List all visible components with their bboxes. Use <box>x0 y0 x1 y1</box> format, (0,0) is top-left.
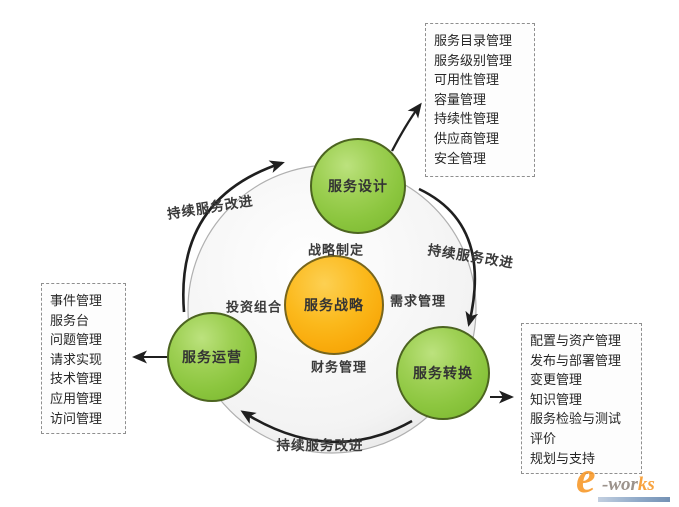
process-item: 配置与资产管理 <box>530 333 622 348</box>
design-processes-box: 服务目录管理 服务级别管理 可用性管理 容量管理 持续性管理 供应商管理 安全管… <box>425 23 535 177</box>
service-transition-circle: 服务转换 <box>396 326 490 420</box>
process-item: 持续性管理 <box>434 111 500 127</box>
service-operation-circle: 服务运营 <box>167 312 257 402</box>
process-item: 供应商管理 <box>434 130 500 146</box>
process-item: 发布与部署管理 <box>530 352 622 368</box>
financial-management-label: 财务管理 <box>310 359 368 375</box>
process-item: 问题管理 <box>50 332 103 348</box>
process-item: 评价 <box>530 430 557 446</box>
service-strategy-label: 服务战略 <box>304 299 364 314</box>
eworks-logo-text-orange: ks <box>637 474 655 495</box>
csi-arc-bottom <box>240 410 413 444</box>
process-item: 访问管理 <box>50 410 103 426</box>
eworks-logo-e-icon: e <box>576 453 596 502</box>
process-item: 技术管理 <box>50 371 103 387</box>
eworks-logo-text: -works <box>602 474 655 496</box>
process-item: 服务检验与测试 <box>530 411 622 427</box>
service-design-circle: 服务设计 <box>310 138 406 234</box>
operation-processes-box: 事件管理 服务台 问题管理 请求实现 技术管理 应用管理 访问管理 <box>41 283 126 434</box>
eworks-logo-text-gray: -wor <box>602 474 638 495</box>
design-to-box-arrow <box>390 102 422 152</box>
strategy-formulation-label: 战略制定 <box>307 242 365 258</box>
eworks-logo-bar <box>598 497 670 502</box>
process-item: 应用管理 <box>50 390 103 406</box>
csi-label-bottom: 持续服务改进 <box>276 438 364 453</box>
process-item: 变更管理 <box>530 372 583 388</box>
process-item: 服务目录管理 <box>434 33 513 48</box>
transition-processes-box: 配置与资产管理 发布与部署管理 变更管理 知识管理 服务检验与测试 评价 规划与… <box>521 323 642 474</box>
service-operation-label: 服务运营 <box>182 351 242 366</box>
process-item: 安全管理 <box>434 150 487 166</box>
process-item: 知识管理 <box>530 391 583 407</box>
process-item: 容量管理 <box>434 91 487 107</box>
eworks-watermark: e -works <box>576 453 676 506</box>
service-transition-label: 服务转换 <box>413 367 473 382</box>
csi-arc-right <box>418 187 479 327</box>
demand-management-label: 需求管理 <box>389 293 447 309</box>
process-item: 服务台 <box>50 312 90 328</box>
service-design-label: 服务设计 <box>328 180 388 195</box>
csi-arc-top-left <box>182 160 285 313</box>
process-item: 事件管理 <box>50 293 103 308</box>
process-item: 请求实现 <box>50 351 103 367</box>
process-item: 服务级别管理 <box>434 52 513 68</box>
service-strategy-circle: 服务战略 <box>284 255 384 355</box>
process-item: 规划与支持 <box>530 450 596 466</box>
investment-portfolio-label: 投资组合 <box>225 299 283 315</box>
process-item: 可用性管理 <box>434 72 500 88</box>
